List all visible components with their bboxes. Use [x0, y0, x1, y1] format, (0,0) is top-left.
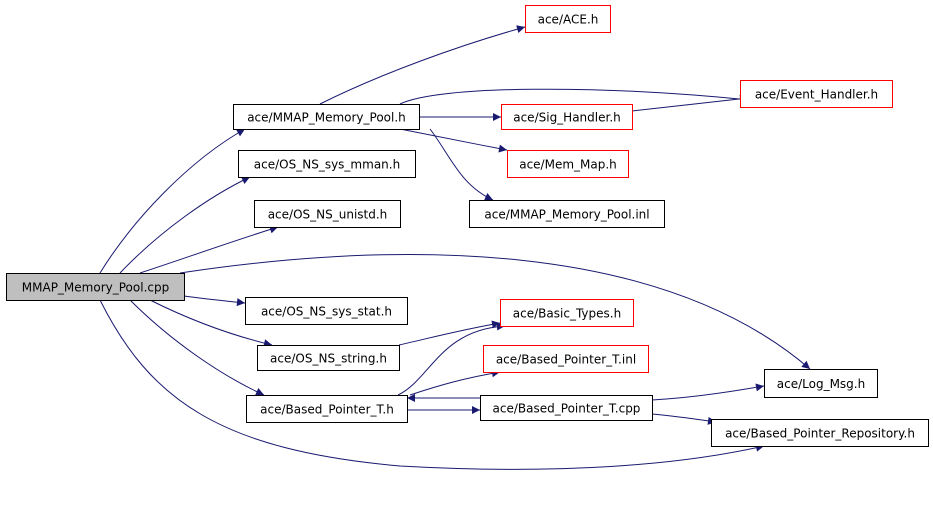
- edge-root-to-log_msg_h: [179, 254, 811, 370]
- node-label: ace/OS_NS_unistd.h: [268, 208, 388, 222]
- edge-based_ptr_cpp-to-based_ptr_repo_h: [651, 413, 717, 425]
- edge-mmap_h-to-ace_h: [319, 25, 526, 105]
- node-box: [257, 345, 400, 371]
- node-box: [764, 369, 878, 398]
- node-box: [740, 80, 893, 108]
- node-mmap-h[interactable]: ace/MMAP_Memory_Pool.h: [233, 104, 420, 130]
- node-label: ace/MMAP_Memory_Pool.h: [247, 111, 406, 125]
- node-box: [233, 104, 420, 130]
- node-box: [501, 104, 633, 130]
- node-label: ace/OS_NS_sys_mman.h: [254, 158, 400, 172]
- node-mmap-inl[interactable]: ace/MMAP_Memory_Pool.inl: [469, 200, 665, 228]
- node-box: [254, 200, 401, 228]
- node-ace-h[interactable]: ace/ACE.h: [525, 5, 611, 33]
- node-basic-types-h[interactable]: ace/Basic_Types.h: [500, 299, 634, 327]
- edge-root-to-based_ptr_repo_h: [99, 299, 765, 470]
- node-label: ace/ACE.h: [538, 13, 599, 27]
- node-label: ace/Mem_Map.h: [519, 158, 617, 172]
- edges-layer: [99, 25, 811, 470]
- node-box: [469, 200, 665, 228]
- edge-mmap_h-to-event_handler_h: [399, 88, 751, 105]
- node-based-ptr-repo-h[interactable]: ace/Based_Pointer_Repository.h: [711, 419, 929, 447]
- edge-root-to-os_unistd_h: [139, 225, 279, 274]
- node-label: ace/MMAP_Memory_Pool.inl: [484, 208, 649, 222]
- node-box: [6, 273, 185, 301]
- node-label: ace/Event_Handler.h: [755, 88, 878, 102]
- edge-root-to-os_sys_mman_h: [119, 176, 251, 274]
- nodes-layer: MMAP_Memory_Pool.cpp ace/MMAP_Memory_Pool…: [6, 5, 929, 447]
- node-event-handler-h[interactable]: ace/Event_Handler.h: [740, 80, 893, 108]
- node-os-sys-mman-h[interactable]: ace/OS_NS_sys_mman.h: [238, 150, 416, 178]
- node-box: [480, 395, 653, 421]
- node-label: ace/Based_Pointer_T.inl: [496, 353, 636, 367]
- node-label: ace/OS_NS_sys_stat.h: [261, 305, 392, 319]
- node-label: ace/Log_Msg.h: [777, 377, 865, 391]
- node-label: ace/Based_Pointer_T.h: [260, 403, 394, 417]
- edge-based_ptr_h-to-based_ptr_inl: [409, 369, 501, 396]
- node-box: [483, 345, 649, 373]
- node-root[interactable]: MMAP_Memory_Pool.cpp: [6, 273, 185, 301]
- node-box: [238, 150, 416, 178]
- edge-root-to-os_string_h: [149, 299, 273, 348]
- node-label: ace/Sig_Handler.h: [513, 111, 621, 125]
- edge-based_ptr_h-to-basic_types_h: [397, 322, 506, 396]
- edge-os_string_h-to-basic_types_h: [398, 320, 501, 346]
- node-label: ace/OS_NS_string.h: [270, 352, 387, 366]
- node-os-string-h[interactable]: ace/OS_NS_string.h: [257, 345, 400, 371]
- node-based-ptr-inl[interactable]: ace/Based_Pointer_T.inl: [483, 345, 649, 373]
- node-log-msg-h[interactable]: ace/Log_Msg.h: [764, 369, 878, 398]
- node-based-ptr-h[interactable]: ace/Based_Pointer_T.h: [246, 395, 408, 423]
- node-sig-handler-h[interactable]: ace/Sig_Handler.h: [501, 104, 633, 130]
- edge-sig_handler_h-to-event_handler_h: [631, 94, 749, 112]
- node-label: MMAP_Memory_Pool.cpp: [22, 281, 169, 295]
- node-box: [500, 299, 634, 327]
- node-label: ace/Based_Pointer_T.cpp: [493, 402, 641, 416]
- node-label: ace/Based_Pointer_Repository.h: [725, 427, 915, 441]
- node-based-ptr-cpp[interactable]: ace/Based_Pointer_T.cpp: [480, 395, 653, 421]
- edge-root-to-os_sys_stat_h: [183, 295, 246, 307]
- edge-based_ptr_cpp-to-log_msg_h: [651, 383, 765, 401]
- node-label: ace/Basic_Types.h: [513, 307, 621, 321]
- node-mem-map-h[interactable]: ace/Mem_Map.h: [507, 150, 629, 178]
- node-box: [507, 150, 629, 178]
- node-box: [711, 419, 929, 447]
- edge-mmap_h-to-mmap_inl: [429, 128, 494, 201]
- node-os-sys-stat-h[interactable]: ace/OS_NS_sys_stat.h: [245, 297, 408, 325]
- edge-mmap_h-to-mem_map_h: [399, 128, 508, 153]
- edge-root-to-based_ptr_h: [129, 299, 265, 396]
- node-box: [246, 395, 408, 423]
- node-os-unistd-h[interactable]: ace/OS_NS_unistd.h: [254, 200, 401, 228]
- node-box: [525, 5, 611, 33]
- node-box: [245, 297, 408, 325]
- edge-root-to-mmap_h: [99, 128, 246, 274]
